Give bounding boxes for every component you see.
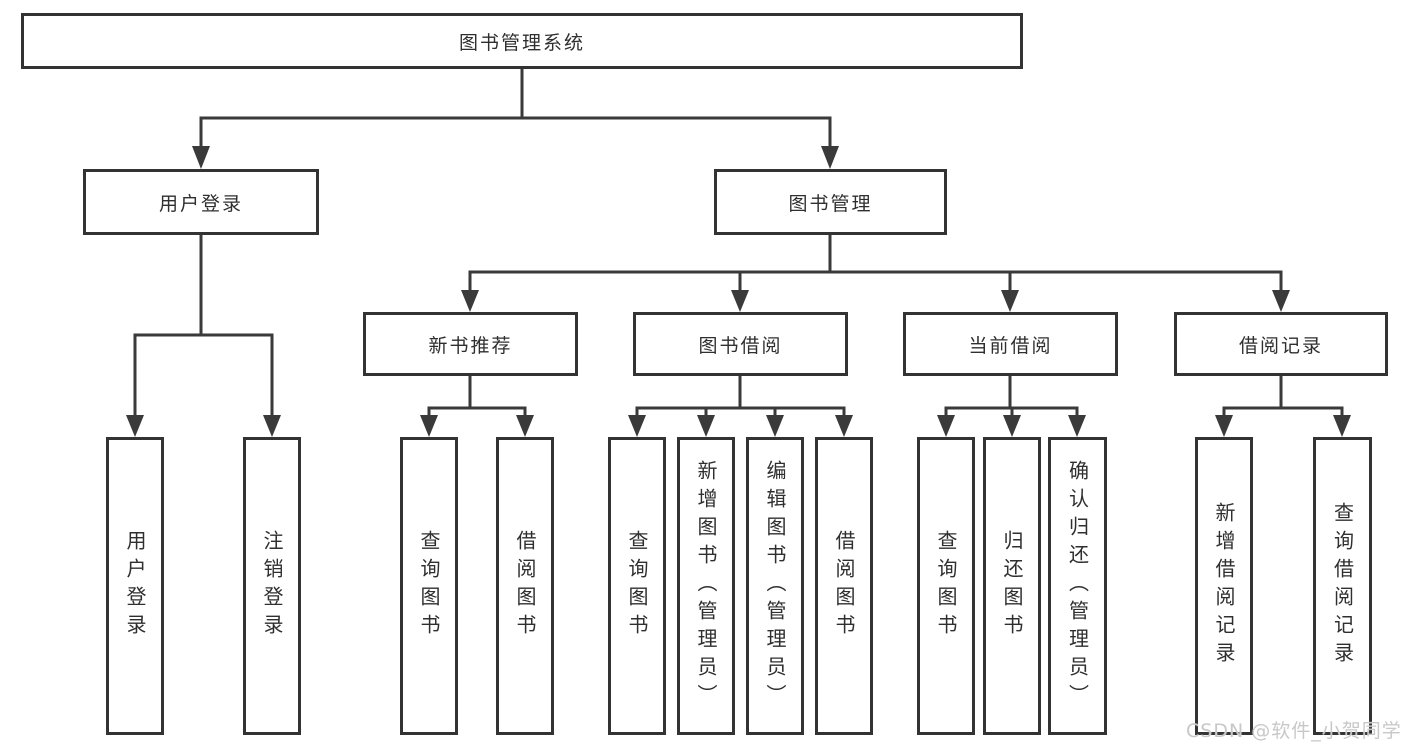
leaf-return-books: 归还图书 [983, 437, 1041, 735]
node-label: 新书推荐 [428, 334, 513, 357]
leaf-edit-books-admin: 编辑图书（管理员） [746, 437, 804, 735]
leaf-borrow-books: 借阅图书 [815, 437, 873, 735]
node-user-login-module: 用户登录 [83, 169, 319, 235]
node-label: 查询图书 [934, 530, 958, 642]
node-system-root: 图书管理系统 [21, 13, 1023, 69]
node-borrowing-records: 借阅记录 [1174, 312, 1388, 376]
node-label: 编辑图书（管理员） [763, 460, 787, 712]
node-label: 注销登录 [260, 530, 284, 642]
csdn-watermark: CSDN @软件_小贺同学 [1186, 720, 1402, 742]
node-new-book-recommend: 新书推荐 [363, 312, 578, 376]
leaf-confirm-return-admin: 确认归还（管理员） [1048, 437, 1107, 735]
node-label: 图书借阅 [698, 334, 783, 357]
node-label: 查询图书 [417, 530, 441, 642]
node-label: 借阅图书 [513, 530, 537, 642]
node-label: 查询图书 [625, 530, 649, 642]
leaf-query-books-borrow: 查询图书 [608, 437, 666, 735]
leaf-add-borrow-record: 新增借阅记录 [1195, 437, 1253, 735]
leaf-add-books-admin: 新增图书（管理员） [677, 437, 735, 735]
leaf-query-borrow-record: 查询借阅记录 [1313, 437, 1372, 735]
leaf-query-books-recommend: 查询图书 [400, 437, 458, 735]
node-label: 图书管理系统 [458, 31, 585, 54]
node-label: 查询借阅记录 [1330, 502, 1355, 670]
node-label: 用户登录 [158, 192, 243, 215]
leaf-logout: 注销登录 [243, 437, 301, 735]
node-label: 新增图书（管理员） [694, 460, 718, 712]
node-label: 新增借阅记录 [1212, 502, 1236, 670]
leaf-borrow-books-recommend: 借阅图书 [496, 437, 554, 735]
node-book-borrowing: 图书借阅 [633, 312, 848, 376]
node-label: 用户登录 [123, 530, 147, 642]
leaf-user-login: 用户登录 [106, 437, 164, 735]
node-label: 借阅记录 [1238, 334, 1323, 357]
node-label: 图书管理 [788, 192, 873, 215]
node-label: 归还图书 [1000, 530, 1024, 642]
node-label: 当前借阅 [968, 334, 1053, 357]
leaf-query-books-current: 查询图书 [917, 437, 975, 735]
node-book-management-module: 图书管理 [714, 169, 947, 235]
node-label: 确认归还（管理员） [1065, 460, 1090, 712]
arrowheads [126, 146, 1351, 437]
node-label: 借阅图书 [832, 530, 856, 642]
node-current-borrowing: 当前借阅 [903, 312, 1118, 376]
